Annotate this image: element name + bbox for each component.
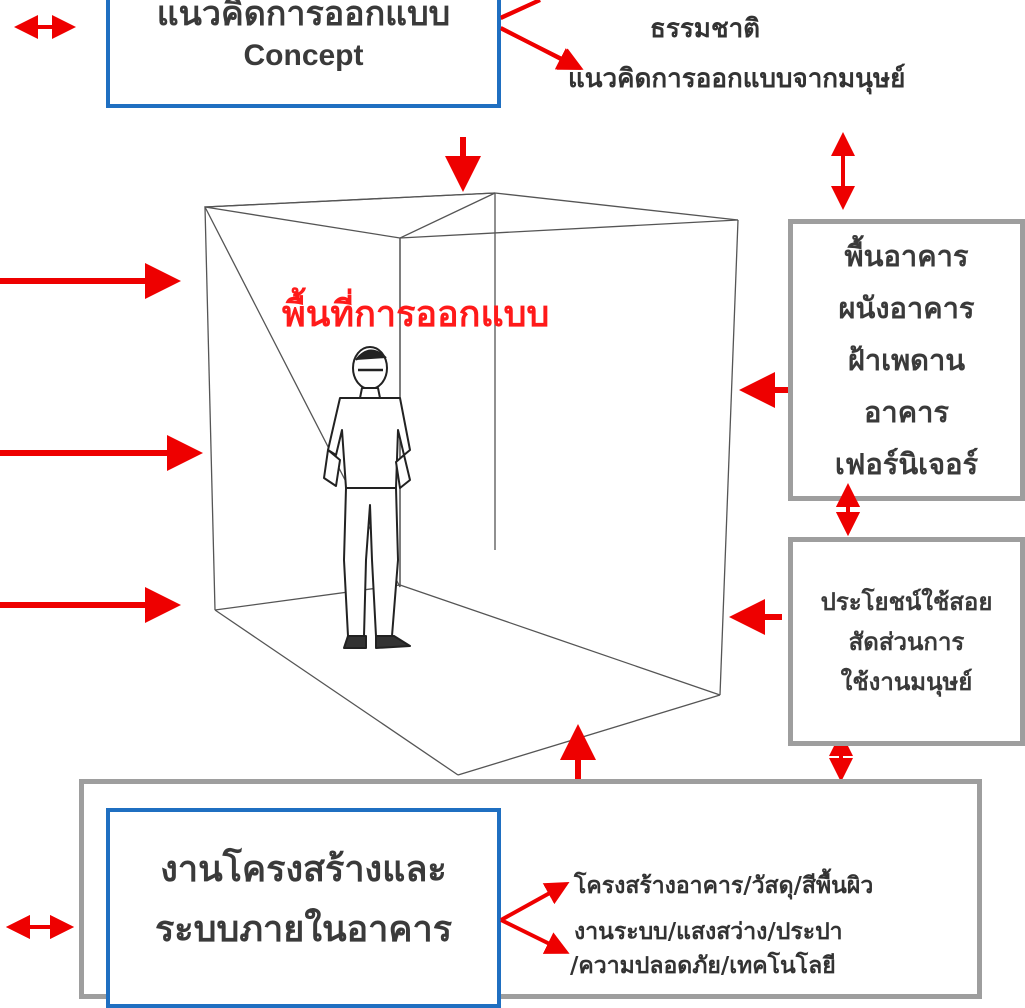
human-figure — [323, 346, 411, 649]
concept-title-thai: แนวคิดการออกแบบ — [156, 0, 451, 34]
building-line-wall: ผนังอาคาร — [838, 291, 975, 325]
human-line-proportion: สัดส่วนการ — [848, 627, 965, 656]
human-line-usage: ใช้งานมนุษย์ — [840, 667, 973, 696]
building-line-furniture: เฟอร์นิเจอร์ — [834, 447, 979, 481]
human-line-function: ประโยชน์ใช้สอย — [820, 587, 993, 616]
structure-title-line2: ระบบภายในอาคาร — [154, 909, 453, 950]
design-space-title: พื้นที่การออกแบบ — [282, 294, 550, 335]
label-systems-line2: /ความปลอดภัย/เทคโนโลยี — [570, 953, 836, 979]
design-space-cube — [203, 192, 739, 776]
concept-title-english: Concept — [243, 39, 364, 72]
label-systems-line1: งานระบบ/แสงสว่าง/ประปา — [574, 919, 843, 945]
building-line-building: อาคาร — [864, 395, 949, 429]
label-human-concept: แนวคิดการออกแบบจากมนุษย์ — [568, 64, 906, 94]
human-function-box: ประโยชน์ใช้สอย สัดส่วนการ ใช้งานมนุษย์ — [788, 537, 1025, 746]
structure-box: งานโครงสร้างและ ระบบภายในอาคาร — [106, 808, 501, 1008]
label-nature: ธรรมชาติ — [650, 14, 761, 44]
structure-title-line1: งานโครงสร้างและ — [160, 849, 447, 890]
concept-box: แนวคิดการออกแบบ Concept — [106, 0, 501, 108]
building-line-ceiling: ฝ้าเพดาน — [847, 343, 966, 377]
building-line-floor: พื้นอาคาร — [844, 239, 969, 273]
label-structure-materials: โครงสร้างอาคาร/วัสดุ/สีพื้นผิว — [574, 873, 874, 899]
building-elements-box: พื้นอาคาร ผนังอาคาร ฝ้าเพดาน อาคาร เฟอร์… — [788, 219, 1025, 501]
